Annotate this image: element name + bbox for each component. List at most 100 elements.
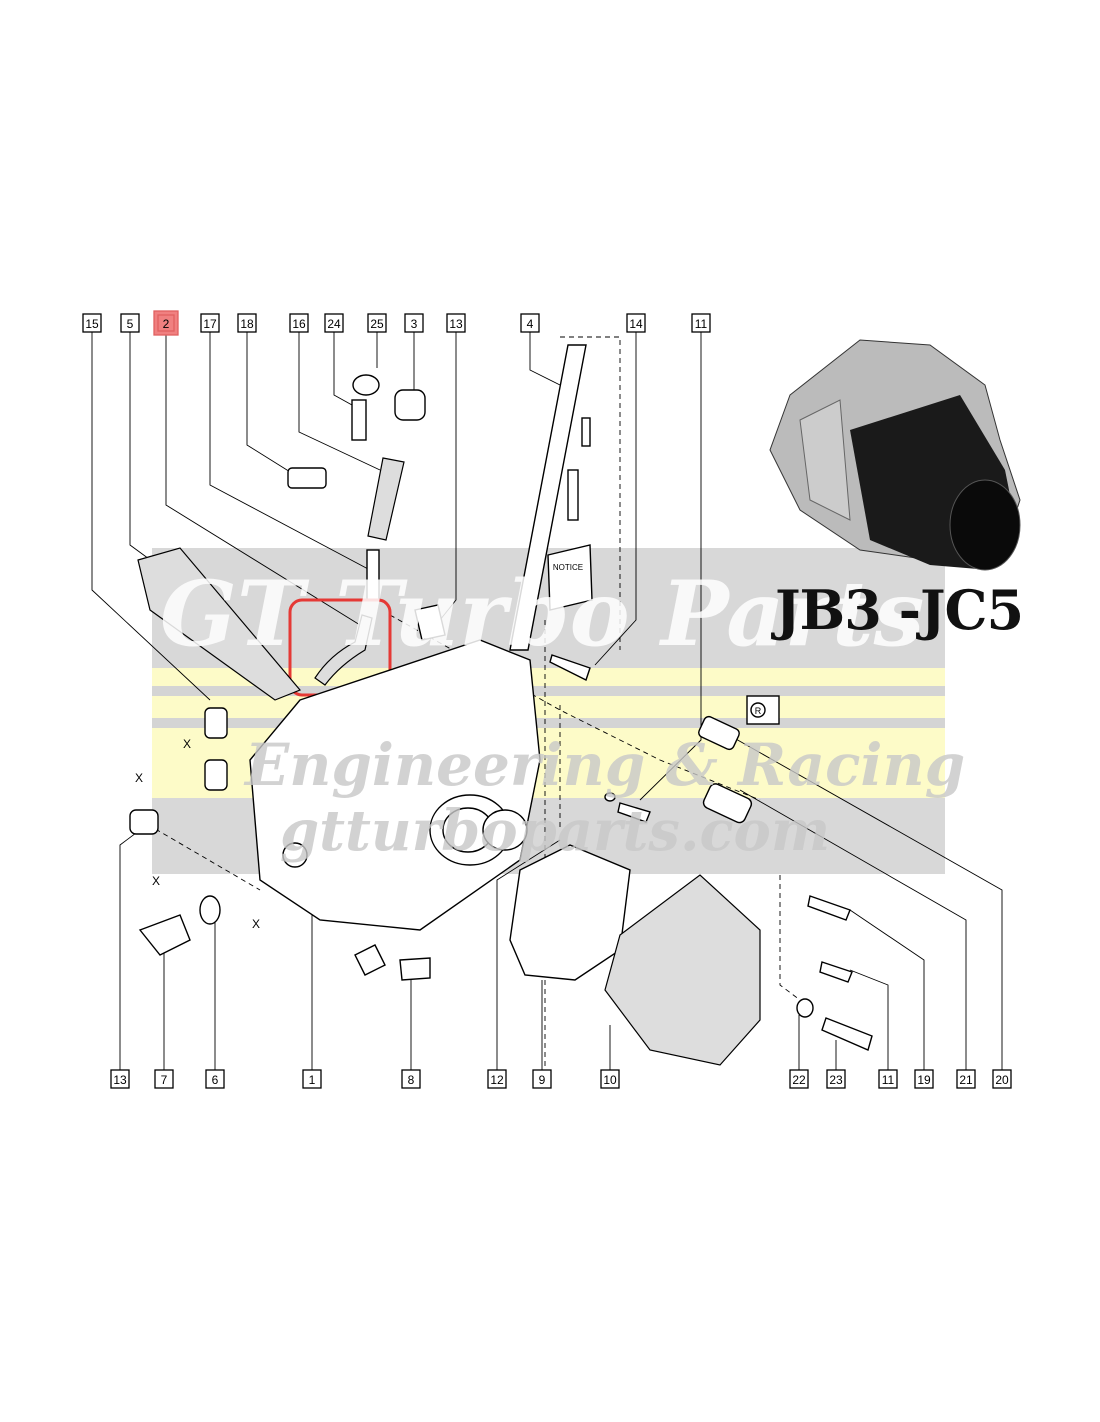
bush-part-13 xyxy=(129,809,159,835)
part-label-4[interactable]: 4 xyxy=(520,313,540,333)
top-labels: 15 5 2 17 18 16 24 25 3 13 4 14 11 xyxy=(82,310,711,336)
svg-text:20: 20 xyxy=(995,1073,1009,1087)
deflector-part-5 xyxy=(137,547,301,701)
svg-text:16: 16 xyxy=(292,317,306,331)
dowel-part-15 xyxy=(204,707,228,739)
svg-text:10: 10 xyxy=(603,1073,617,1087)
dipstick-part-4 xyxy=(509,344,587,651)
part-label-25[interactable]: 25 xyxy=(367,313,387,333)
svg-text:13: 13 xyxy=(449,317,463,331)
part-label-5[interactable]: 5 xyxy=(120,313,140,333)
svg-text:15: 15 xyxy=(85,317,99,331)
svg-text:4: 4 xyxy=(527,317,534,331)
watermark-tagline: Engineering & Racing xyxy=(243,731,965,799)
svg-text:11: 11 xyxy=(695,317,708,331)
cover-part-10 xyxy=(604,874,761,1066)
part-label-12[interactable]: 12 xyxy=(487,1069,507,1089)
svg-text:3: 3 xyxy=(411,317,418,331)
part-label-11[interactable]: 11 xyxy=(878,1069,898,1089)
svg-text:12: 12 xyxy=(490,1073,504,1087)
part-label-24[interactable]: 24 xyxy=(324,313,344,333)
svg-text:14: 14 xyxy=(629,317,643,331)
svg-text:18: 18 xyxy=(240,317,254,331)
part-label-3[interactable]: 3 xyxy=(404,313,424,333)
hose-part-16 xyxy=(367,457,405,541)
clip-part-18 xyxy=(287,467,327,489)
svg-text:21: 21 xyxy=(959,1073,973,1087)
dimension-x: X xyxy=(252,917,260,931)
fitting xyxy=(581,417,591,447)
part-label-20[interactable]: 20 xyxy=(992,1069,1012,1089)
part-label-7[interactable]: 7 xyxy=(154,1069,174,1089)
svg-text:2: 2 xyxy=(163,317,170,331)
sensor-part-20 xyxy=(698,715,740,751)
bolt-part-11b xyxy=(819,961,853,983)
part-label-13[interactable]: 13 xyxy=(446,313,466,333)
breather-part-3 xyxy=(394,389,426,421)
r-symbol: R xyxy=(755,706,762,716)
part-label-13[interactable]: 13 xyxy=(110,1069,130,1089)
part-label-14[interactable]: 14 xyxy=(626,313,646,333)
stud-part-19 xyxy=(807,895,851,921)
washer-part-6 xyxy=(199,895,221,925)
part-label-19[interactable]: 19 xyxy=(914,1069,934,1089)
gearbox-photo xyxy=(769,339,1021,571)
gasket-part-9 xyxy=(509,844,631,981)
part-label-16[interactable]: 16 xyxy=(289,313,309,333)
part-label-15[interactable]: 15 xyxy=(82,313,102,333)
svg-text:19: 19 xyxy=(917,1073,931,1087)
svg-text:8: 8 xyxy=(408,1073,415,1087)
model-title: JB3 -JC5 xyxy=(775,578,1024,642)
parts: NOTICE X X X xyxy=(129,344,873,1066)
dimension-x: X xyxy=(183,737,191,751)
watermark: GT Turbo Parts Engineering & Racing gttu… xyxy=(160,561,965,864)
dimension-x: X xyxy=(152,874,160,888)
notice-booklet xyxy=(547,544,593,611)
dimension-x: X xyxy=(135,771,143,785)
svg-text:9: 9 xyxy=(539,1073,546,1087)
part-label-11[interactable]: 11 xyxy=(691,313,711,333)
svg-text:6: 6 xyxy=(212,1073,219,1087)
dowel-part-15b xyxy=(204,759,228,791)
plug-part-8 xyxy=(354,944,386,976)
fitting xyxy=(567,469,579,521)
cap-part-25 xyxy=(352,374,380,396)
leader-lines xyxy=(91,332,1003,1080)
bolt-part-14 xyxy=(549,654,591,681)
plug-part-7 xyxy=(138,914,191,956)
plug-part-8b xyxy=(399,957,431,981)
watermark-brand: GT Turbo Parts xyxy=(160,561,924,667)
bolt-part-23 xyxy=(821,1017,873,1051)
part-label-8[interactable]: 8 xyxy=(401,1069,421,1089)
svg-text:1: 1 xyxy=(309,1073,316,1087)
svg-text:23: 23 xyxy=(829,1073,843,1087)
part-label-18[interactable]: 18 xyxy=(237,313,257,333)
breather-part-24 xyxy=(351,399,367,441)
washer-part-22 xyxy=(796,998,814,1018)
svg-text:13: 13 xyxy=(113,1073,127,1087)
bent-pipe-part-2 xyxy=(314,614,373,686)
notice-text: NOTICE xyxy=(553,563,583,572)
part-label-2-highlighted[interactable]: 2 xyxy=(153,310,179,336)
part-label-1[interactable]: 1 xyxy=(302,1069,322,1089)
svg-text:5: 5 xyxy=(127,317,134,331)
part-label-21[interactable]: 21 xyxy=(956,1069,976,1089)
svg-text:25: 25 xyxy=(370,317,384,331)
washer-part-12 xyxy=(604,792,616,802)
sleeve-part-13 xyxy=(414,604,446,641)
svg-text:7: 7 xyxy=(161,1073,168,1087)
part-label-9[interactable]: 9 xyxy=(532,1069,552,1089)
part-label-23[interactable]: 23 xyxy=(826,1069,846,1089)
part-label-6[interactable]: 6 xyxy=(205,1069,225,1089)
bolt-part-11 xyxy=(617,802,651,823)
svg-text:22: 22 xyxy=(792,1073,806,1087)
part-label-17[interactable]: 17 xyxy=(200,313,220,333)
part-label-22[interactable]: 22 xyxy=(789,1069,809,1089)
part-label-10[interactable]: 10 xyxy=(600,1069,620,1089)
svg-text:11: 11 xyxy=(882,1073,895,1087)
svg-text:24: 24 xyxy=(327,317,341,331)
watermark-website: gtturboparts.com xyxy=(280,798,830,864)
svg-text:17: 17 xyxy=(203,317,217,331)
switch-part-21 xyxy=(702,783,753,824)
